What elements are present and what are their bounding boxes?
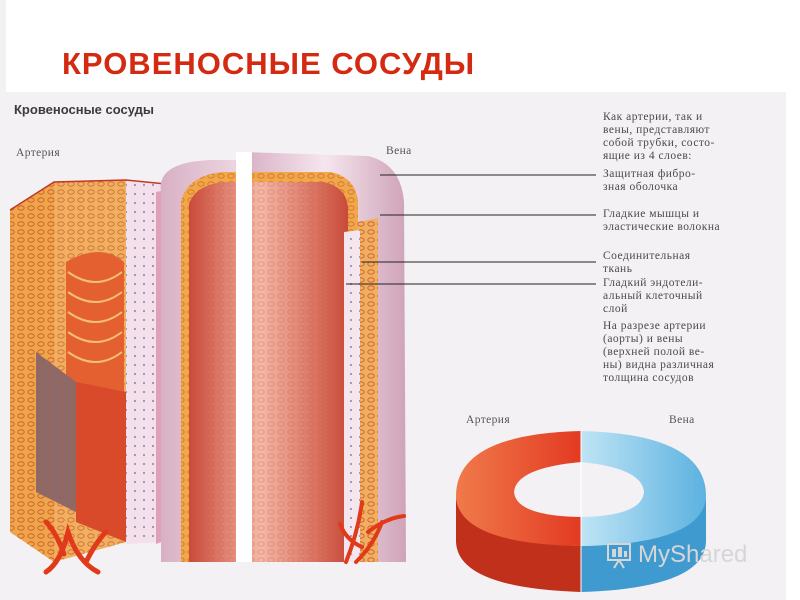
artery-ring-side	[456, 496, 581, 592]
ring-label-vein: Вена	[669, 414, 695, 426]
vein-ring-top	[581, 431, 706, 546]
layer-muscle-label: Гладкие мышцы и эластические волокна	[603, 208, 721, 233]
projector-screen-icon	[607, 543, 631, 569]
artery-cross-section	[9, 179, 174, 575]
intro-text: Как артерии, так и вены, представляют со…	[603, 111, 715, 162]
ring-comparison	[456, 431, 706, 592]
layer-fibrous-label: Защитная фибро- зная оболочка	[603, 168, 696, 193]
blood-vessels-figure: Кровеносные сосуды Артерия Вена Как арте…	[6, 92, 786, 600]
slide-left-edge	[0, 0, 6, 600]
ring-label-artery: Артерия	[466, 414, 511, 426]
layer-endothelial-label: Гладкий эндотели- альный клеточный слой	[603, 277, 704, 315]
watermark-text: MyShared	[638, 541, 748, 568]
layer-connective-label: Соединительная ткань	[603, 250, 691, 275]
label-vein: Вена	[386, 145, 412, 157]
figure-title: Кровеносные сосуды	[14, 102, 155, 117]
label-artery: Артерия	[16, 147, 61, 159]
vessel-illustration	[9, 152, 706, 592]
watermark: MyShared	[606, 540, 747, 570]
slide-title: КРОВЕНОСНЫЕ СОСУДЫ	[62, 46, 476, 81]
section-note: На разрезе артерии (аорты) и вены (верхн…	[603, 320, 715, 384]
leader-lines	[346, 174, 596, 285]
vein-cross-section	[160, 152, 406, 564]
vein-ring-side	[581, 496, 706, 592]
artery-ring-top	[456, 431, 581, 546]
